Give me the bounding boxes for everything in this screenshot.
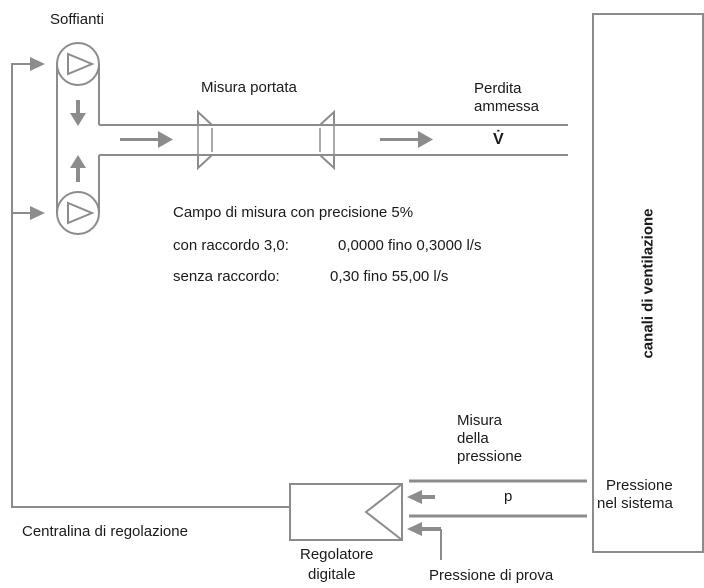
arrow-left-pressure-icon xyxy=(407,490,422,504)
arrow-into-blower-bottom-icon xyxy=(30,206,45,220)
pressure-measurement-label-1: Misura xyxy=(457,412,503,429)
arrow-right-2-icon xyxy=(418,131,433,148)
flow-symbol: V̇ xyxy=(493,131,504,148)
leak-allowed-label-2: ammessa xyxy=(474,98,540,115)
flow-meter xyxy=(197,109,335,171)
ventilation-ducts-label: canali di ventilazione xyxy=(639,208,657,359)
system-pressure-label-2: nel sistema xyxy=(597,495,673,512)
leak-allowed-label-1: Perdita xyxy=(474,80,522,97)
digital-controller-label-2: digitale xyxy=(308,566,356,583)
arrow-left-test-icon xyxy=(407,522,422,536)
range-without-fitting-value: 0,30 fino 55,00 l/s xyxy=(330,268,449,285)
test-pressure-label: Pressione di prova xyxy=(429,567,554,584)
arrow-right-1-icon xyxy=(158,131,173,148)
range-with-fitting-label: con raccordo 3,0: xyxy=(173,237,289,254)
flow-measurement-label: Misura portata xyxy=(201,79,297,96)
blower-bottom-triangle-icon xyxy=(67,201,95,225)
system-pressure-label-1: Pressione xyxy=(606,477,673,494)
blower-top-triangle-icon xyxy=(67,52,95,76)
arrow-up-icon xyxy=(70,155,86,168)
range-with-fitting-value: 0,0000 fino 0,3000 l/s xyxy=(338,237,482,254)
digital-controller-label-1: Regolatore xyxy=(300,546,374,563)
blowers-label: Soffianti xyxy=(50,11,104,28)
arrow-into-blower-top-icon xyxy=(30,57,45,71)
pressure-measurement-label-3: pressione xyxy=(457,448,523,465)
arrow-down-icon xyxy=(70,113,86,126)
pressure-measurement-label-2: della xyxy=(457,430,489,447)
ventilation-duct-box xyxy=(592,13,704,553)
control-loop-line xyxy=(11,63,290,508)
range-without-fitting-label: senza raccordo: xyxy=(173,268,280,285)
control-unit-label: Centralina di regolazione xyxy=(22,523,188,540)
pressure-symbol: p xyxy=(504,488,513,505)
digital-controller-box xyxy=(289,483,403,541)
range-title: Campo di misura con precisione 5% xyxy=(173,204,414,221)
